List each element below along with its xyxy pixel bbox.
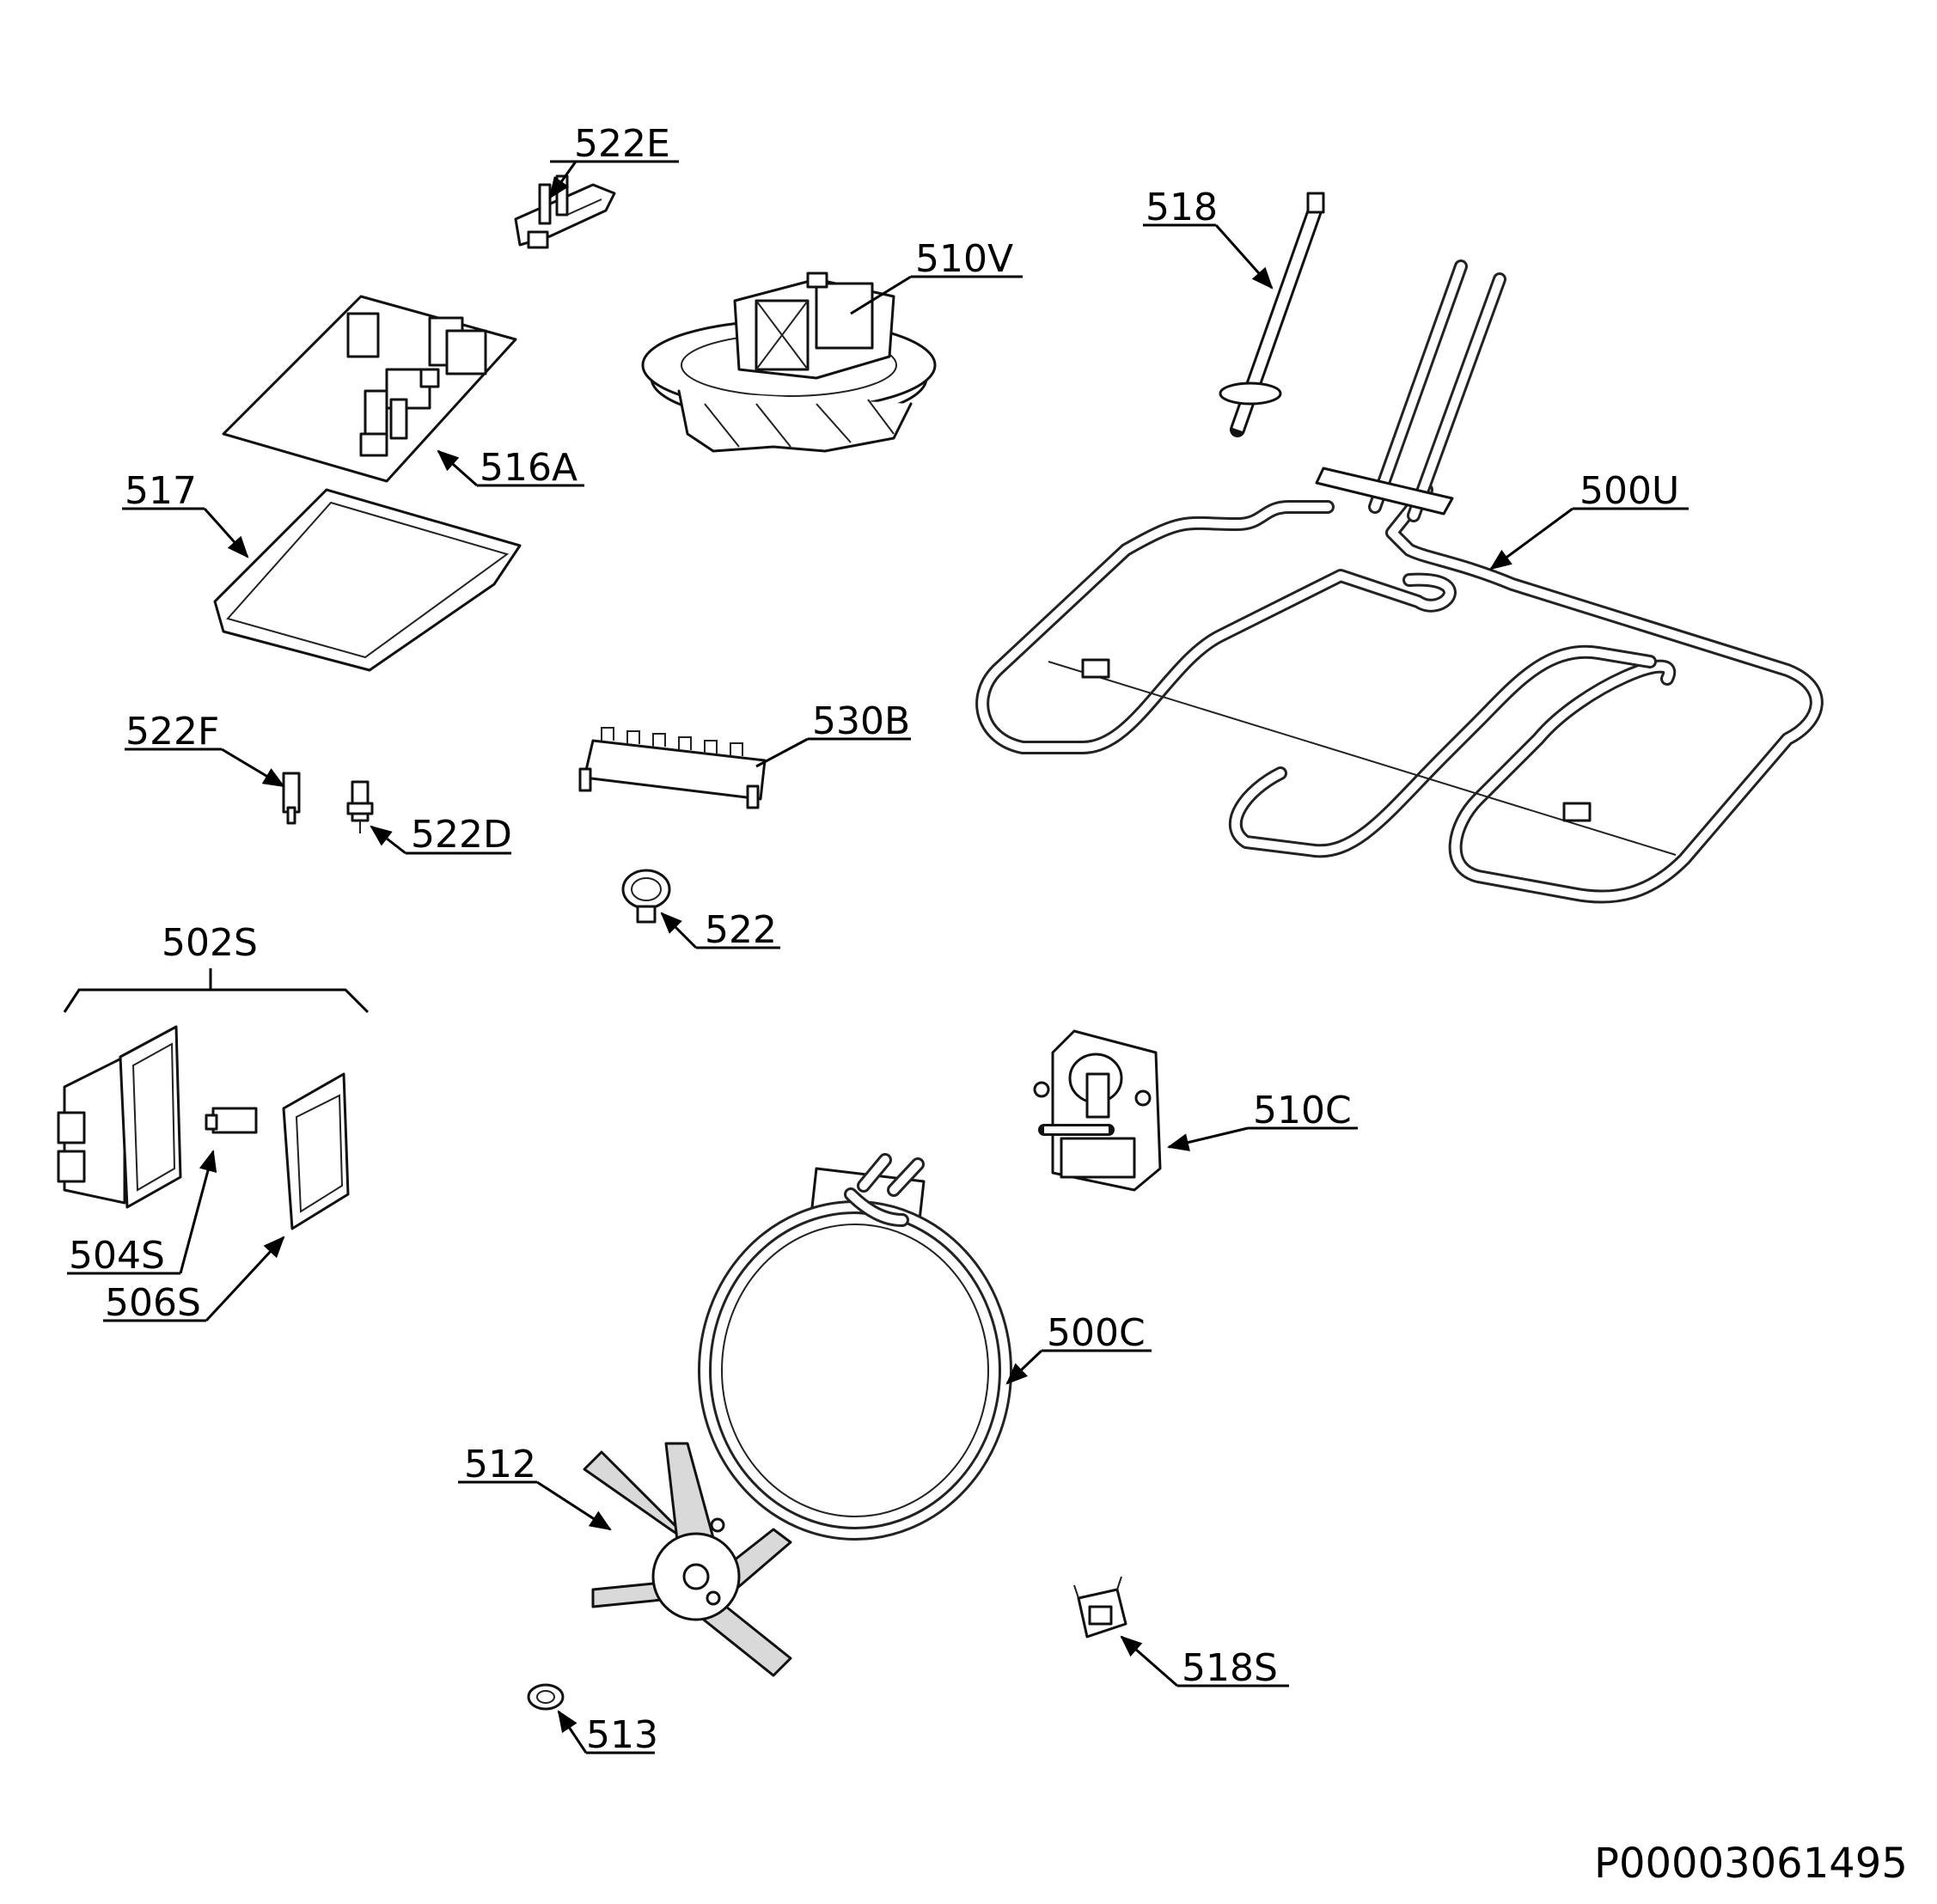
callout-513: 513 <box>586 1713 658 1757</box>
callout-530B: 530B <box>812 699 910 743</box>
document-id: P00003061495 <box>1594 1840 1908 1888</box>
part-502S-display-assembly <box>57 1025 350 1230</box>
callout-504S: 504S <box>69 1234 165 1278</box>
callout-518S: 518S <box>1182 1646 1278 1690</box>
part-518S-thermostat <box>1073 1576 1127 1639</box>
part-530B-terminal-block <box>578 727 767 809</box>
callout-517: 517 <box>125 469 197 513</box>
callout-500C: 500C <box>1047 1311 1146 1355</box>
part-512-fan-blade <box>583 1442 792 1677</box>
part-518-sensor <box>1219 192 1325 437</box>
part-516A-pcb <box>222 295 517 483</box>
part-522-clamp <box>621 869 671 924</box>
callout-510V: 510V <box>915 237 1013 281</box>
callout-510C: 510C <box>1253 1089 1352 1132</box>
part-522E-switch <box>514 174 616 249</box>
part-500C-circular-element <box>698 1153 1012 1541</box>
part-510C-motor <box>1033 1029 1162 1192</box>
part-510V-fan-motor <box>641 272 937 453</box>
callout-518: 518 <box>1146 186 1218 229</box>
callout-522: 522 <box>705 908 777 952</box>
callout-502S: 502S <box>162 921 258 965</box>
part-522D-connector <box>346 780 374 833</box>
callout-516A: 516A <box>480 446 577 490</box>
callout-522D: 522D <box>411 813 512 857</box>
part-517-cover <box>213 488 522 672</box>
callout-512: 512 <box>464 1443 536 1486</box>
part-522F-terminal <box>282 772 301 825</box>
leader-lines <box>63 160 1689 1754</box>
part-500U-grill-element <box>975 259 1824 904</box>
callout-506S: 506S <box>105 1281 201 1325</box>
part-513-nut <box>527 1683 565 1711</box>
callout-500U: 500U <box>1580 469 1679 513</box>
callout-522F: 522F <box>125 710 219 754</box>
callout-522E: 522E <box>574 122 670 166</box>
